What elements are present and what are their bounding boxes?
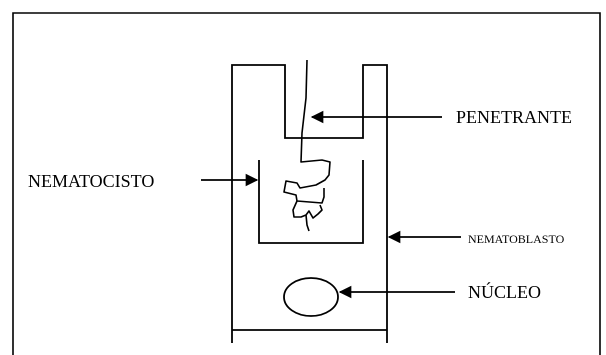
label-nucleo: NÚCLEO — [468, 281, 541, 302]
label-penetrante: PENETRANTE — [456, 107, 572, 127]
label-nematoblasto: NEMATOBLASTO — [468, 232, 565, 246]
penetrant-thread-tail — [293, 201, 322, 218]
penetrant-thread-end — [306, 215, 309, 231]
label-nematocisto: NEMATOCISTO — [28, 171, 154, 191]
penetrant-thread — [284, 60, 330, 203]
nucleus — [284, 278, 338, 316]
